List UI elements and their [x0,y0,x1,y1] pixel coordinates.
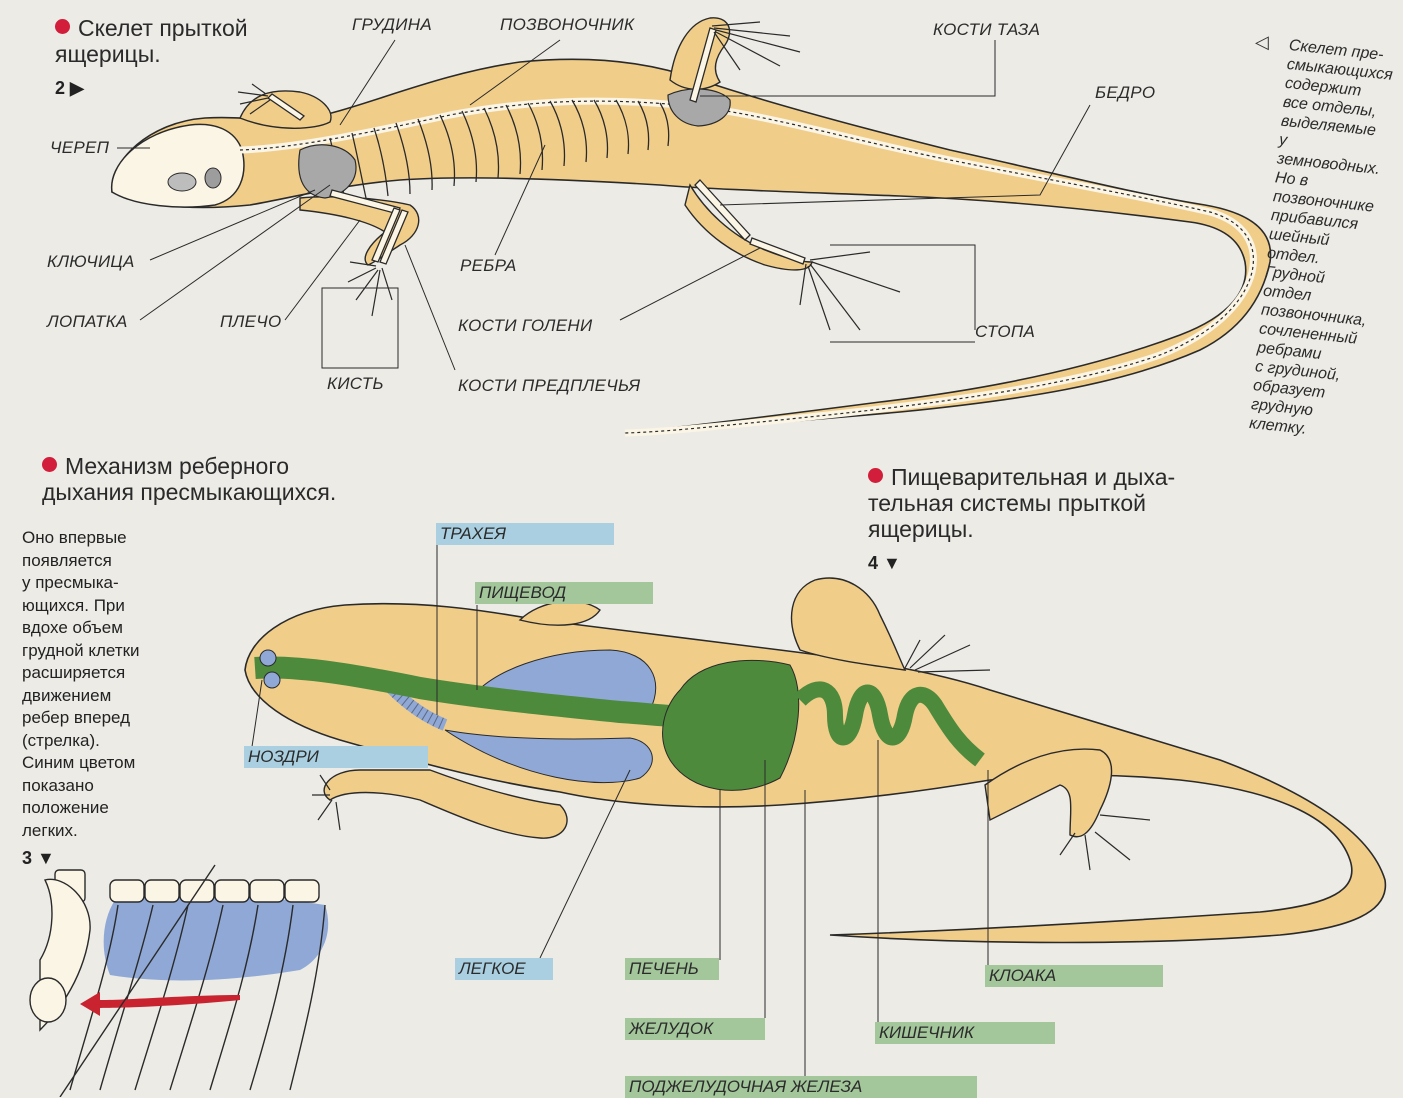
skeleton-eye-socket [168,173,196,191]
label-femur: БЕДРО [1095,83,1155,103]
label-spine: ПОЗВОНОЧНИК [500,15,634,35]
label-pelvis: КОСТИ ТАЗА [933,20,1040,40]
bullet-icon [42,457,57,472]
label-nostrils: НОЗДРИ [244,746,428,768]
label-humerus: ПЛЕЧО [220,312,281,332]
figure-3-ref: 3 ▼ [22,848,55,869]
joint-bone [30,978,66,1022]
digestive-title: Пищеварительная и дыха- тельная системы … [868,464,1175,542]
label-hand: КИСТЬ [327,374,384,394]
motion-arrow [80,992,240,1016]
figure-4-ref: 4 ▼ [868,553,901,574]
skeleton-title: Скелет прыткой ящерицы. [55,15,248,67]
label-shin: КОСТИ ГОЛЕНИ [458,316,592,336]
label-forearm: КОСТИ ПРЕДПЛЕЧЬЯ [458,376,640,396]
lizard-organs-illustration [245,545,1385,1082]
rib-cage-illustration [30,865,330,1097]
label-skull: ЧЕРЕП [50,138,109,158]
nostril-lower [264,672,280,688]
label-lung: ЛЕГКОЕ [455,958,553,980]
label-liver: ПЕЧЕНЬ [625,958,719,980]
lizard-skeleton-illustration [112,18,1271,433]
label-pancreas: ПОДЖЕЛУДОЧНАЯ ЖЕЛЕЗА [625,1076,977,1098]
label-intestine: КИШЕЧНИК [875,1022,1055,1044]
skeleton-skull [112,124,244,207]
triangle-marker-icon: ◁ [1255,32,1269,53]
label-trachea: ТРАХЕЯ [436,523,614,545]
nostril-upper [260,650,276,666]
label-cloaca: КЛОАКА [985,965,1163,987]
label-foot: СТОПА [975,322,1035,342]
label-ribs: РЕБРА [460,256,517,276]
skeleton-front-lower-leg [300,197,419,265]
bullet-icon [868,468,883,483]
label-scapula: ЛОПАТКА [47,312,128,332]
skeleton-eye-socket-2 [205,168,221,188]
organs-front-upper-leg [520,601,600,625]
label-stomach: ЖЕЛУДОК [625,1018,765,1040]
skeleton-shoulder-girdle [299,145,356,198]
breathing-title: Механизм реберного дыхания пресмыкающихс… [42,453,336,505]
label-sternum: ГРУДИНА [352,15,432,35]
label-esophagus: ПИЩЕВОД [475,582,653,604]
breathing-body-text: Оно впервые появляется у пресмыка- ющихс… [22,527,222,842]
vertebrae [55,870,319,902]
bullet-icon [55,19,70,34]
figure-2-ref: 2 ▶ [55,78,84,99]
label-clavicle: КЛЮЧИЦА [47,252,135,272]
